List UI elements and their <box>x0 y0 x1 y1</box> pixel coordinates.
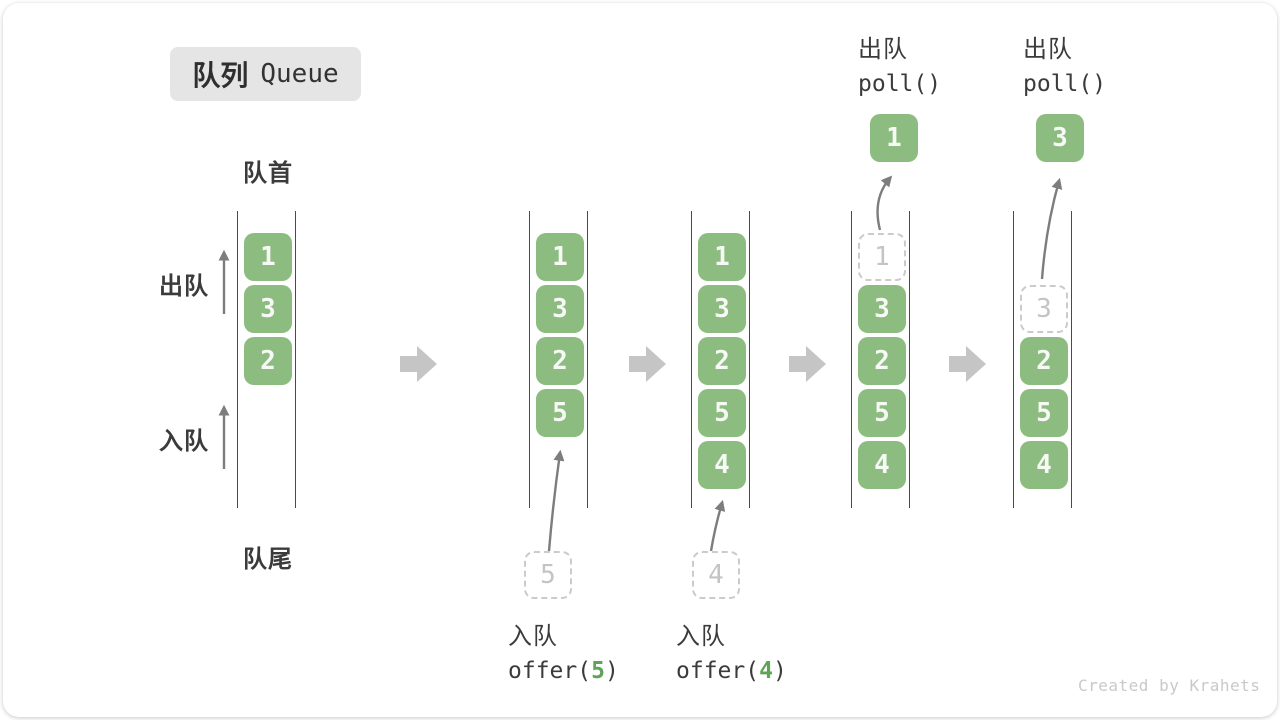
queue-cell: 5 <box>698 389 746 437</box>
label-queue-rear: 队尾 <box>243 546 293 573</box>
title-en: Queue <box>260 59 339 89</box>
queue-tube-3 <box>691 211 750 508</box>
state-arrow-icon <box>400 346 437 382</box>
state-arrow-icon <box>949 346 986 382</box>
op-enqueue-5-code: offer(5) <box>508 658 619 684</box>
label-dequeue-side: 出队 <box>159 273 209 300</box>
queue-cell: 3 <box>858 285 906 333</box>
label-enqueue-side: 入队 <box>159 428 209 455</box>
op-poll-1-code: poll() <box>858 71 942 97</box>
op-enqueue-4-code: offer(4) <box>676 658 787 684</box>
op-enqueue-5-label: 入队 <box>508 623 558 650</box>
op-poll-2-label: 出队 <box>1023 36 1073 63</box>
queue-cell: 2 <box>858 337 906 385</box>
polled-cell: 3 <box>1036 114 1084 162</box>
queue-cell: 4 <box>1020 441 1068 489</box>
queue-tube-2 <box>529 211 588 508</box>
queue-cell: 1 <box>244 233 292 281</box>
removed-cell: 1 <box>858 233 906 281</box>
queue-cell: 2 <box>1020 337 1068 385</box>
queue-cell: 3 <box>244 285 292 333</box>
queue-cell: 4 <box>698 441 746 489</box>
state-arrow-icon <box>789 346 826 382</box>
title-badge: 队列 Queue <box>170 47 361 101</box>
queue-cell: 1 <box>698 233 746 281</box>
op-poll-2: 出队 poll() <box>1023 29 1106 97</box>
queue-cell: 4 <box>858 441 906 489</box>
state-arrow-icon <box>629 346 666 382</box>
queue-cell: 2 <box>536 337 584 385</box>
queue-cell: 5 <box>536 389 584 437</box>
op-poll-2-code: poll() <box>1023 71 1107 97</box>
op-poll-1: 出队 poll() <box>858 29 941 97</box>
queue-cell: 3 <box>698 285 746 333</box>
queue-tube-4 <box>851 211 910 508</box>
diagram-canvas: 队列 Queue 队首 队尾 出队 入队 1 3 2 1 3 2 5 5 入队 … <box>3 3 1277 717</box>
removed-cell: 3 <box>1020 285 1068 333</box>
op-enqueue-5: 入队 offer(5) <box>508 616 619 684</box>
label-queue-front: 队首 <box>243 160 293 187</box>
op-enqueue-4-label: 入队 <box>676 623 726 650</box>
watermark: Created by Krahets <box>1078 676 1261 695</box>
queue-cell: 1 <box>536 233 584 281</box>
queue-tube-1 <box>237 211 296 508</box>
pending-cell: 4 <box>692 551 740 599</box>
queue-cell: 2 <box>244 337 292 385</box>
queue-cell: 2 <box>698 337 746 385</box>
pending-cell: 5 <box>524 551 572 599</box>
op-enqueue-4: 入队 offer(4) <box>676 616 787 684</box>
queue-tube-5 <box>1013 211 1072 508</box>
queue-cell: 5 <box>1020 389 1068 437</box>
op-poll-1-label: 出队 <box>858 36 908 63</box>
queue-cell: 3 <box>536 285 584 333</box>
title-zh: 队列 <box>192 60 249 91</box>
arrows-layer <box>218 175 1063 552</box>
polled-cell: 1 <box>870 114 918 162</box>
queue-cell: 5 <box>858 389 906 437</box>
enqueue-4-arrow-icon <box>709 499 726 552</box>
